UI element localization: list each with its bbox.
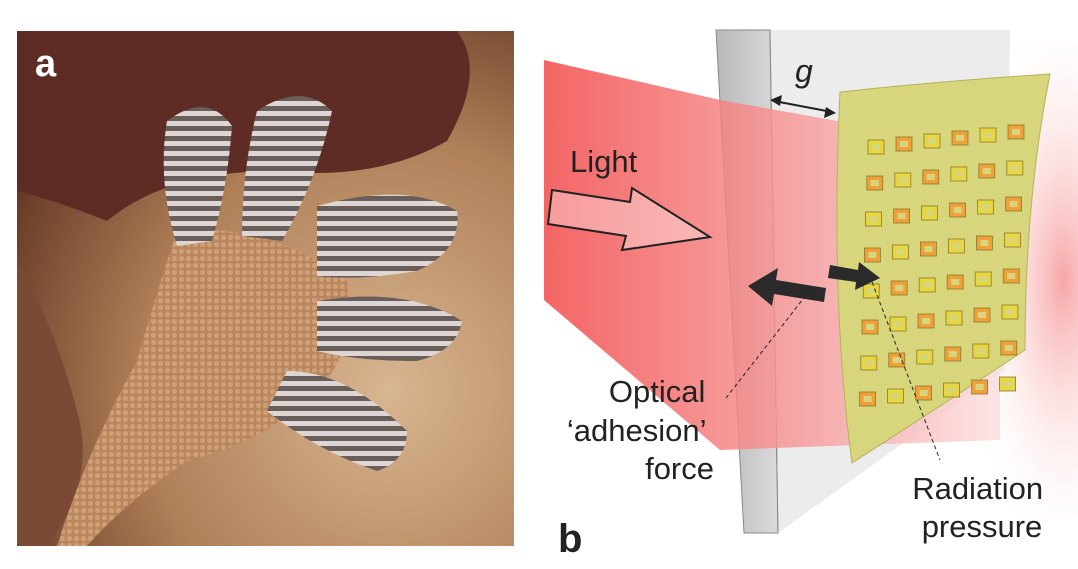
- toe-1: [163, 107, 232, 247]
- metasurface-hole-inner: [956, 135, 964, 141]
- metasurface-hole-inner: [1008, 237, 1017, 243]
- radiation-pressure-line-2: pressure: [922, 509, 1043, 544]
- metasurface-hole-inner: [975, 384, 984, 390]
- metasurface-hole-inner: [891, 393, 900, 399]
- metasurface-hole-inner: [953, 207, 962, 213]
- metasurface-hole-inner: [981, 204, 990, 210]
- metasurface-hole-inner: [923, 282, 932, 288]
- optical-adhesion-diagram: g Light Optical ‘adhesion’ force Radiati…: [544, 29, 1078, 561]
- metasurface-hole-inner: [872, 144, 880, 150]
- metasurface-hole-inner: [1007, 273, 1016, 279]
- gecko-leg: [17, 261, 83, 546]
- metasurface-hole-inner: [948, 351, 957, 357]
- optical-force-line-2: ‘adhesion’: [567, 413, 705, 448]
- metasurface: [836, 73, 1051, 464]
- metasurface-hole-inner: [980, 240, 989, 246]
- metasurface-hole-inner: [982, 168, 991, 174]
- metasurface-hole-inner: [900, 141, 908, 147]
- gap-arrowhead-left: [770, 95, 782, 106]
- metasurface-hole-inner: [1004, 345, 1013, 351]
- panel-a-label: a: [35, 43, 57, 85]
- optical-force-line-3: force: [645, 451, 714, 486]
- metasurface-hole-inner: [926, 174, 935, 180]
- metasurface-hole-inner: [978, 312, 986, 318]
- metasurface-hole-inner: [947, 387, 956, 393]
- gecko-foot-photo: a: [17, 31, 514, 546]
- optical-force-line-1: Optical: [609, 374, 705, 409]
- metasurface-hole-inner: [984, 132, 992, 138]
- metasurface-hole-inner: [892, 357, 901, 363]
- gap-arrow: [773, 100, 833, 113]
- metasurface-hole-inner: [950, 315, 958, 321]
- metasurface-hole-inner: [1009, 201, 1018, 207]
- metasurface-holes: [859, 124, 1025, 407]
- toe-3: [317, 194, 458, 278]
- metasurface-hole-inner: [920, 354, 929, 360]
- metasurface-hole-inner: [896, 249, 905, 255]
- optical-force-label: Optical ‘adhesion’ force: [567, 374, 714, 486]
- toe-5: [267, 371, 407, 471]
- metasurface-hole-inner: [922, 318, 930, 324]
- metasurface-hole-inner: [868, 252, 877, 258]
- gecko-foot-palm: [57, 229, 349, 546]
- radiation-pressure-leader: [871, 281, 941, 461]
- metasurface-hole-inner: [897, 213, 906, 219]
- metasurface-hole-inner: [894, 321, 902, 327]
- gap-arrowhead-right: [824, 107, 836, 118]
- panel-b-label: b: [558, 517, 582, 561]
- metasurface-hole-inner: [1012, 129, 1020, 135]
- metasurface-hole-inner: [864, 360, 873, 366]
- metasurface-hole-inner: [976, 348, 985, 354]
- metasurface-hole-inner: [1006, 309, 1014, 315]
- metasurface-hole-inner: [951, 279, 960, 285]
- metasurface-hole-inner: [919, 390, 928, 396]
- optical-force-arrow: [748, 268, 826, 306]
- metasurface-hole-inner: [1003, 381, 1012, 387]
- metasurface-hole-inner: [898, 177, 907, 183]
- radiation-pressure-label: Radiation pressure: [912, 471, 1052, 544]
- toe-4: [317, 296, 462, 361]
- metasurface-hole-inner: [928, 138, 936, 144]
- metasurface-hole-inner: [895, 285, 904, 291]
- gecko-body: [17, 31, 470, 221]
- metasurface-hole-inner: [979, 276, 988, 282]
- radiation-pressure-line-1: Radiation: [912, 471, 1043, 506]
- light-arrow: [546, 186, 713, 252]
- metasurface-hole-inner: [952, 243, 961, 249]
- metasurface-hole-inner: [869, 216, 878, 222]
- gap-symbol: g: [795, 53, 813, 89]
- metasurface-hole-inner: [870, 180, 879, 186]
- metasurface-hole-inner: [925, 210, 934, 216]
- metasurface-hole-inner: [954, 171, 963, 177]
- toe-2: [242, 96, 332, 241]
- metasurface-hole-inner: [1010, 165, 1019, 171]
- metasurface-hole-inner: [924, 246, 933, 252]
- metasurface-hole-inner: [867, 288, 876, 294]
- light-label: Light: [570, 144, 638, 179]
- metasurface-hole-inner: [863, 396, 872, 402]
- metasurface-hole-inner: [866, 324, 874, 330]
- gecko-toes: [163, 96, 462, 471]
- optical-force-leader: [725, 289, 811, 399]
- radiation-pressure-arrow: [828, 262, 880, 290]
